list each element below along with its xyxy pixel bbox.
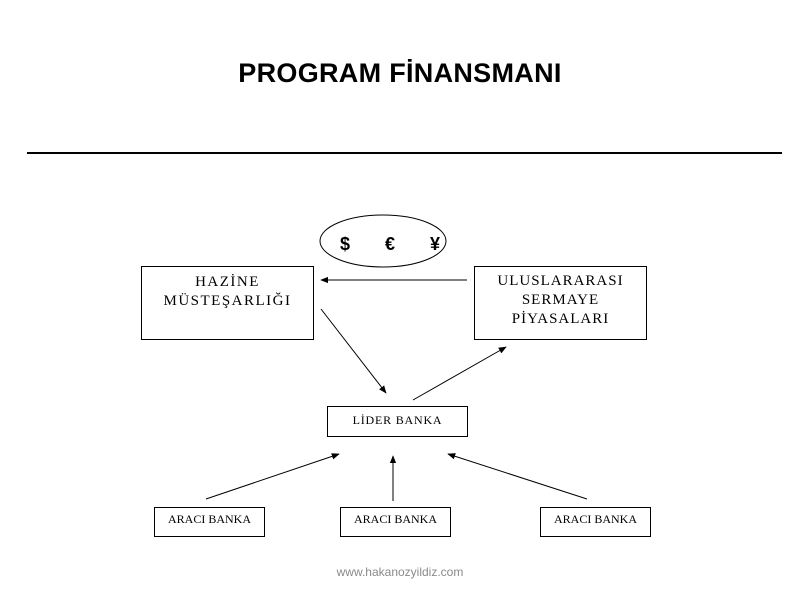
node-hazine-line-2: MÜSTEŞARLIĞI <box>163 293 292 309</box>
currency-ellipse <box>319 214 447 268</box>
dollar-icon: $ <box>340 234 351 254</box>
node-araci-banka-2: ARACI BANKA <box>340 507 451 537</box>
euro-icon: € <box>385 234 396 254</box>
slide-title: PROGRAM FİNANSMANI <box>238 58 562 88</box>
node-lider-banka: LİDER BANKA <box>327 406 468 437</box>
arrow-lider-to-ulus <box>412 346 507 401</box>
node-araci-label: ARACI BANKA <box>353 512 437 526</box>
node-araci-banka-1: ARACI BANKA <box>154 507 265 537</box>
node-ulus-line-3: PİYASALARI <box>511 311 610 327</box>
node-araci-label: ARACI BANKA <box>167 512 251 526</box>
footer-url: www.hakanozyildiz.com <box>336 565 464 579</box>
title-divider <box>27 152 782 154</box>
yen-icon: ¥ <box>430 234 441 254</box>
arrow-araci1-to-lider <box>205 453 340 500</box>
node-araci-banka-3: ARACI BANKA <box>540 507 651 537</box>
arrow-araci3-to-lider <box>447 453 588 500</box>
node-hazine-mustesarligi: HAZİNE MÜSTEŞARLIĞI <box>141 266 314 340</box>
node-ulus-line-2: SERMAYE <box>521 292 600 308</box>
node-uluslararasi-sermaye-piyasalari: ULUSLARARASI SERMAYE PİYASALARI <box>474 266 647 340</box>
node-hazine-line-1: HAZİNE <box>195 274 260 290</box>
node-ulus-line-1: ULUSLARARASI <box>497 273 624 289</box>
node-lider-label: LİDER BANKA <box>352 413 443 427</box>
node-araci-label: ARACI BANKA <box>553 512 637 526</box>
arrow-hazine-to-lider <box>320 308 387 394</box>
